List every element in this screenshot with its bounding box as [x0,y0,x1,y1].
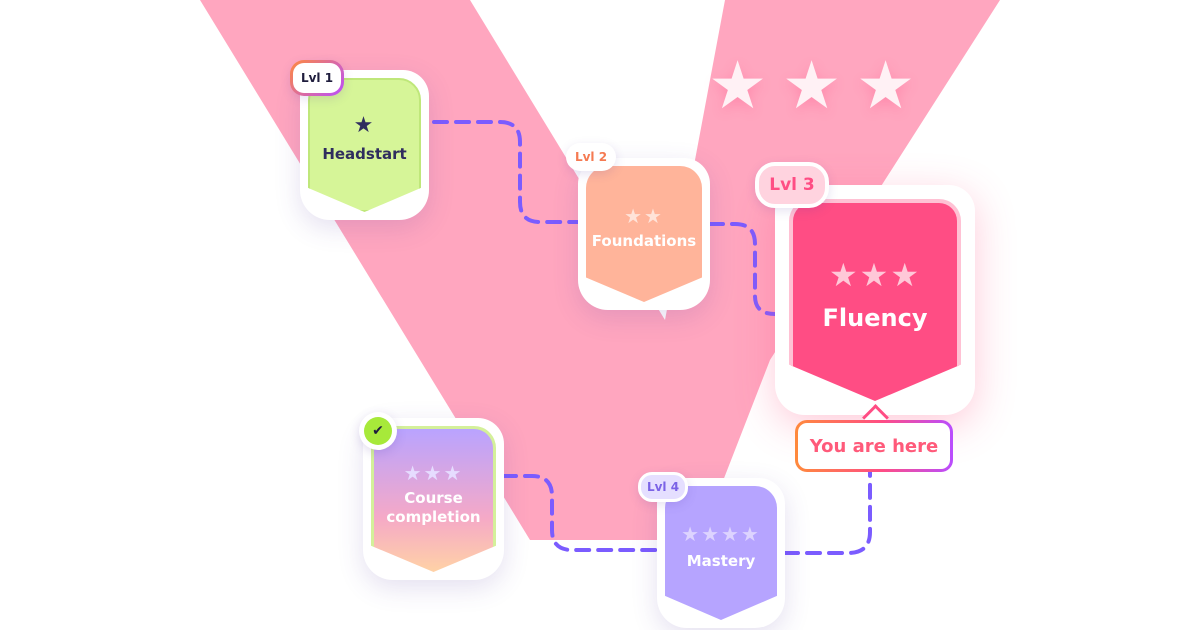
level-tag-2: Lvl 2 [566,143,616,171]
badge-shield: ★★★ Course completion [371,426,496,572]
badge-shield: ★ Headstart [308,78,421,212]
level-badge-mastery[interactable]: ★★★★ Mastery [657,478,785,628]
decor-star-icon: ★ [856,47,916,124]
course-completion-badge[interactable]: ★★★ Course completion [363,418,504,580]
path-segment-2 [708,222,777,316]
path-segment-3 [501,474,659,552]
decor-star-icon: ★ [708,47,768,124]
badge-title-line-1: Course [404,488,463,507]
you-are-here-marker: You are here [795,420,953,472]
badge-shield: ★★★★ Mastery [665,486,777,620]
star-icon: ★★★★ [681,521,761,546]
badge-title: Mastery [686,551,756,570]
badge-title: Headstart [322,144,407,163]
star-icon: ★★★ [403,460,464,485]
level-tag-1: Lvl 1 [290,60,344,96]
path-segment-4 [783,470,872,555]
level-badge-headstart[interactable]: ★ Headstart [300,70,429,220]
star-icon: ★★★ [828,256,922,294]
badge-shield: ★★★ Fluency [789,199,961,401]
completed-check-badge: ✔ [359,412,397,450]
check-icon: ✔ [364,417,392,445]
badge-title: Fluency [822,304,928,332]
level-tag-4: Lvl 4 [638,472,688,502]
star-icon: ★★ [624,203,664,228]
badge-shield: ★★ Foundations [586,166,702,302]
badge-title: Foundations [591,231,697,250]
star-icon: ★ [353,112,376,138]
level-badge-foundations[interactable]: ★★ Foundations [578,158,710,310]
path-segment-1 [432,120,582,224]
decor-star-icon: ★ [782,47,842,124]
badge-title-line-2: completion [386,507,481,526]
level-tag-3: Lvl 3 [755,162,829,208]
level-badge-fluency-current[interactable]: ★★★ Fluency [775,185,975,415]
